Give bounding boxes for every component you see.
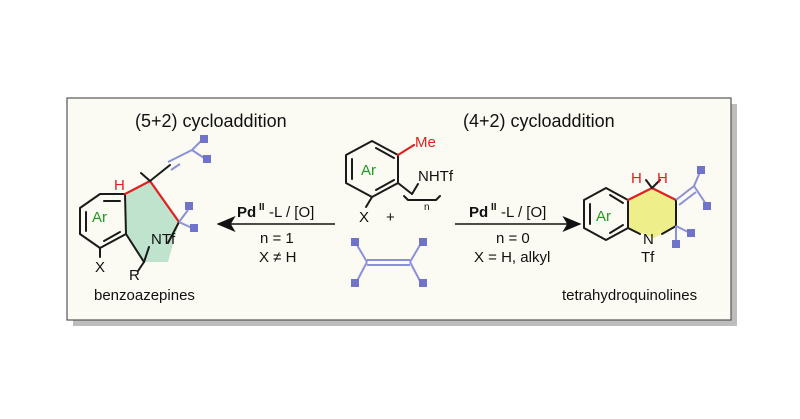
right-h-label-1: H [631, 170, 642, 187]
right-cond-x: X = H, alkyl [474, 249, 550, 266]
allene-substituent [351, 238, 359, 246]
left-reaction-arrow: Pd II -L / [O] n = 1 X ≠ H [216, 202, 335, 266]
scheme-frame [66, 97, 732, 321]
reactant-x-label: X [359, 209, 369, 226]
left-cond-x: X ≠ H [259, 249, 296, 266]
allene-substituent [351, 279, 359, 287]
left-r-label: R [129, 267, 140, 284]
left-h-label: H [114, 177, 125, 194]
chain-bracket [403, 195, 441, 201]
right-catalyst-sup: II [491, 202, 497, 213]
tetrahydroquinoline-structure: Ar N Tf H H tetrahydroquinolines [562, 166, 711, 304]
chain-n-label: n [424, 202, 430, 213]
new-bond-1 [123, 179, 152, 196]
substituent-square [200, 135, 208, 143]
azepine-ring-fill [125, 181, 179, 262]
allene-substituent [419, 238, 427, 246]
left-cond-n: n = 1 [260, 230, 294, 247]
new-bond-3 [626, 186, 654, 202]
substituent-square [687, 229, 695, 237]
new-bond-4 [650, 186, 678, 202]
left-catalyst-rest: -L / [O] [269, 204, 314, 221]
plus-sign: + [386, 209, 395, 226]
right-cond-n: n = 0 [496, 230, 530, 247]
nhtf-label: NHTf [418, 168, 454, 185]
left-caption: benzoazepines [94, 287, 195, 304]
left-x-label: X [95, 259, 105, 276]
right-ar-label: Ar [596, 208, 611, 225]
substituent-square [185, 202, 193, 210]
methyl-label: Me [415, 134, 436, 151]
allene-substituent [419, 279, 427, 287]
reactant-structure: Ar Me n NHTf X + [345, 134, 454, 287]
new-bond-2 [148, 179, 181, 224]
title-left: (5+2) cycloaddition [135, 111, 287, 131]
right-tf-label: Tf [641, 249, 655, 266]
title-right: (4+2) cycloaddition [463, 111, 615, 131]
benzoazepine-structure: H Ar NTf X R benzoazepines [79, 135, 211, 304]
piperidine-ring-fill [628, 188, 676, 238]
right-h-label-2: H [657, 170, 668, 187]
substituent-square [703, 202, 711, 210]
reactant-ar-label: Ar [361, 162, 376, 179]
substituent-square [190, 224, 198, 232]
substituent-square [203, 155, 211, 163]
left-ar-label: Ar [92, 209, 107, 226]
left-ntf-label: NTf [151, 231, 176, 248]
right-reaction-arrow: Pd II -L / [O] n = 0 X = H, alkyl [455, 202, 582, 266]
left-catalyst-pd: Pd [237, 204, 256, 221]
left-catalyst-sup: II [259, 202, 265, 213]
right-catalyst-rest: -L / [O] [501, 204, 546, 221]
methyl-bond [396, 143, 416, 157]
substituent-square [697, 166, 705, 174]
substituent-square [672, 240, 680, 248]
right-caption: tetrahydroquinolines [562, 287, 697, 304]
right-n-label: N [643, 231, 654, 248]
right-catalyst-pd: Pd [469, 204, 488, 221]
